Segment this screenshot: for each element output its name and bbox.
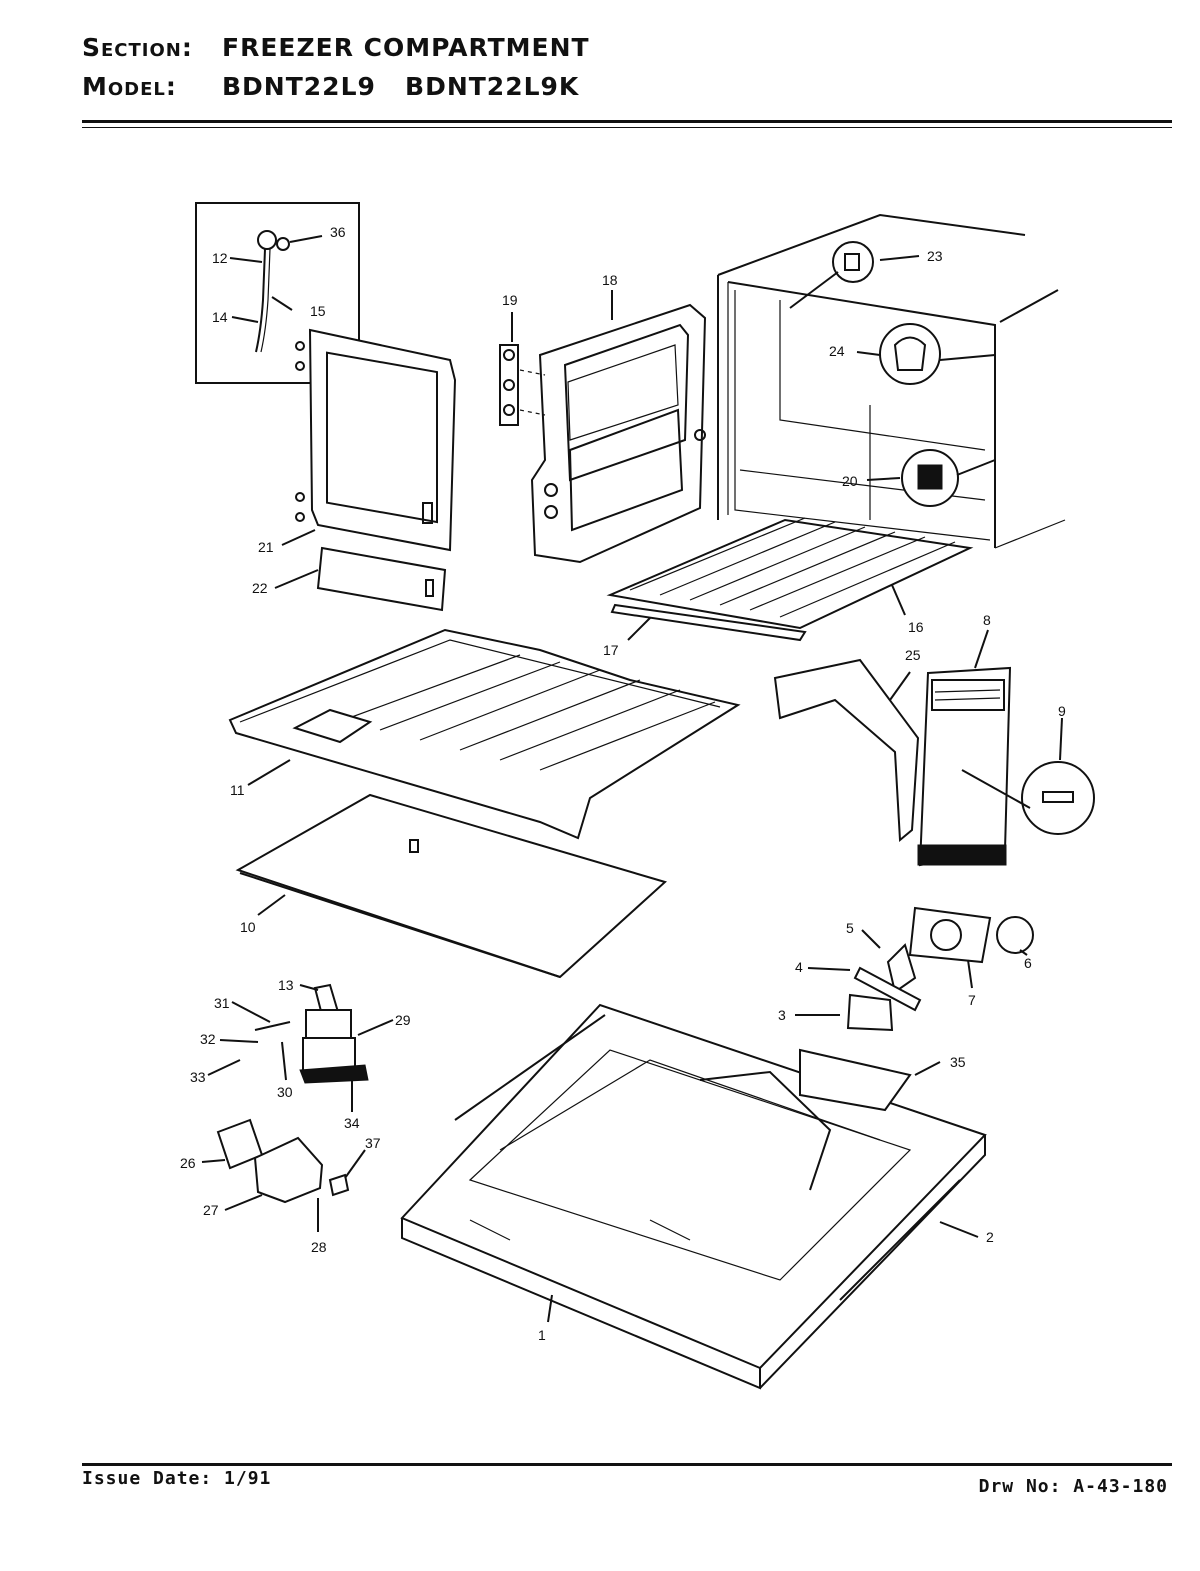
callout-29: 29 <box>395 1012 411 1028</box>
callout-22: 22 <box>252 580 268 596</box>
callout-26: 26 <box>180 1155 196 1171</box>
callout-1: 1 <box>538 1327 546 1343</box>
callout-18: 18 <box>602 272 618 288</box>
callout-23: 23 <box>927 248 943 264</box>
callout-25: 25 <box>905 647 921 663</box>
callout-37: 37 <box>365 1135 381 1151</box>
callout-6: 6 <box>1024 955 1032 971</box>
callout-12: 12 <box>212 250 228 266</box>
cabinet-outline <box>717 213 1066 549</box>
callout-34: 34 <box>344 1115 360 1131</box>
callout-27: 27 <box>203 1202 219 1218</box>
hinge-strip-part <box>499 344 546 426</box>
footer-rule <box>82 1463 1172 1466</box>
callout-17: 17 <box>603 642 619 658</box>
air-duct-part <box>773 658 920 843</box>
leader-lines <box>201 235 1063 1323</box>
fan-assembly-part <box>846 906 1034 1032</box>
callout-30: 30 <box>277 1084 293 1100</box>
model-header: Model: BDNT22L9 BDNT22L9K <box>82 72 579 101</box>
section-header: Section: FREEZER COMPARTMENT <box>82 33 590 62</box>
callout-14: 14 <box>212 309 228 325</box>
callout-24: 24 <box>829 343 845 359</box>
callout-15: 15 <box>310 303 326 319</box>
callout-3: 3 <box>778 1007 786 1023</box>
callout-20: 20 <box>842 473 858 489</box>
model-label: Model: <box>82 72 177 101</box>
callout-21: 21 <box>258 539 274 555</box>
label-plate-part <box>316 546 447 612</box>
callout-8: 8 <box>983 612 991 628</box>
freezer-floor-part <box>228 628 741 840</box>
callout-13: 13 <box>278 977 294 993</box>
evaporator-cover-part <box>917 666 1095 867</box>
callout-19: 19 <box>502 292 518 308</box>
cover-panel-part <box>295 328 457 552</box>
callout-7: 7 <box>968 992 976 1008</box>
control-stack-part <box>254 983 369 1084</box>
wire-shelf-part <box>606 517 974 642</box>
callout-32: 32 <box>200 1031 216 1047</box>
callout-33: 33 <box>190 1069 206 1085</box>
base-pan-part <box>400 1003 987 1390</box>
issue-date: Issue Date: 1/91 <box>82 1468 272 1489</box>
callout-10: 10 <box>240 919 256 935</box>
callout-31: 31 <box>214 995 230 1011</box>
section-label: Section: <box>82 33 193 62</box>
door-liner-part <box>530 303 707 564</box>
drawing-number: Drw No: A-43-180 <box>978 1476 1168 1497</box>
callout-2: 2 <box>986 1229 994 1245</box>
callout-36: 36 <box>330 224 346 240</box>
callout-28: 28 <box>311 1239 327 1255</box>
callout-16: 16 <box>908 619 924 635</box>
callout-labels: 1 2 3 4 5 6 7 8 9 10 11 12 13 14 15 16 1… <box>180 224 1066 1343</box>
callout-5: 5 <box>846 920 854 936</box>
model-values: BDNT22L9 BDNT22L9K <box>222 72 580 101</box>
callout-35: 35 <box>950 1054 966 1070</box>
callout-11: 11 <box>230 782 245 798</box>
callout-4: 4 <box>795 959 803 975</box>
floor-pad-part <box>235 793 667 979</box>
defrost-timer-part <box>216 1118 350 1204</box>
section-value: FREEZER COMPARTMENT <box>222 33 590 62</box>
callout-9: 9 <box>1058 703 1066 719</box>
inset-detail-box <box>195 202 360 384</box>
header-rule-bottom <box>82 127 1172 128</box>
header-rule-top <box>82 120 1172 123</box>
